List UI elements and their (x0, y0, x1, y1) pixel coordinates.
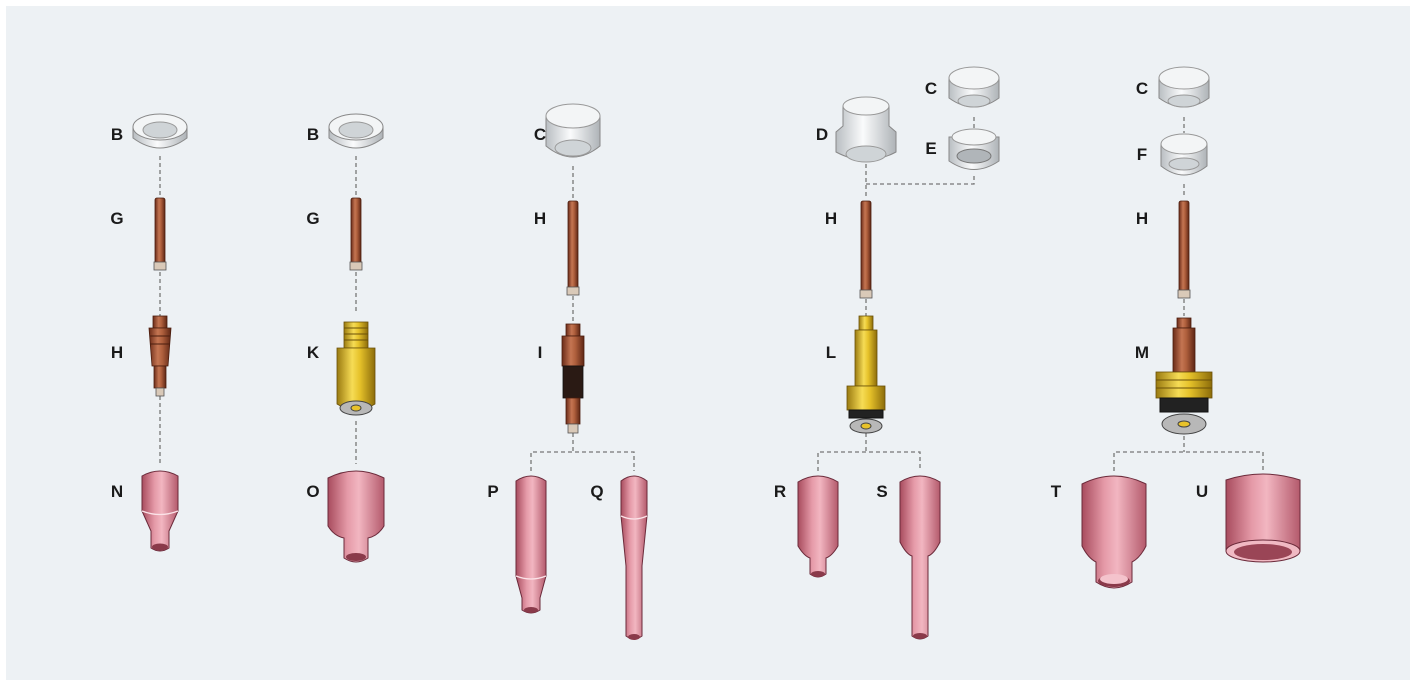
tig-torch-parts-diagram (132, 66, 1301, 640)
label-p: P (487, 482, 499, 501)
diagram-panel: B G H N B G K O C H I P Q D C E H L R S … (6, 6, 1410, 680)
label-t: T (1050, 482, 1062, 501)
label-c-col3: C (533, 125, 547, 144)
label-l: L (825, 343, 837, 362)
collet-h-4 (859, 200, 873, 299)
collet-h-5 (1177, 200, 1191, 299)
label-h-col5: H (1135, 209, 1149, 228)
nozzle-r (797, 475, 839, 578)
cup-d (835, 96, 897, 163)
nozzle-o (327, 470, 385, 563)
label-g-col1: G (110, 209, 124, 228)
label-o: O (306, 482, 320, 501)
gas-lens-m (1155, 317, 1213, 435)
nozzle-n (141, 470, 179, 552)
nozzle-p (515, 475, 547, 614)
label-b-col1: B (110, 125, 124, 144)
gas-lens-l (846, 315, 886, 434)
label-m: M (1134, 343, 1150, 362)
label-g-col2: G (306, 209, 320, 228)
label-q: Q (590, 482, 604, 501)
collet-g-1 (153, 197, 167, 271)
cup-c-5 (1158, 66, 1210, 108)
label-n: N (110, 482, 124, 501)
label-f: F (1136, 145, 1148, 164)
label-i: I (537, 343, 543, 362)
cup-f (1160, 133, 1208, 176)
nozzle-q (620, 475, 648, 640)
cup-c-3 (545, 103, 601, 158)
label-k: K (306, 343, 320, 362)
cup-e (948, 128, 1000, 170)
label-c-col4: C (924, 79, 938, 98)
collet-body-i (561, 323, 585, 434)
collet-g-2 (349, 197, 363, 271)
label-b-col2: B (306, 125, 320, 144)
label-u: U (1195, 482, 1209, 501)
gas-lens-k (336, 321, 376, 416)
nozzle-s (899, 475, 941, 640)
collet-h-3 (566, 200, 580, 296)
label-c-col5: C (1135, 79, 1149, 98)
cup-b-2 (328, 113, 384, 149)
nozzle-t (1081, 475, 1147, 589)
cup-b-1 (132, 113, 188, 149)
label-e: E (925, 139, 937, 158)
label-h-col3: H (533, 209, 547, 228)
collet-body-h-1 (148, 315, 172, 397)
cup-c-4 (948, 66, 1000, 108)
label-h-col4: H (824, 209, 838, 228)
connector-lines (159, 117, 1264, 471)
label-d: D (815, 125, 829, 144)
label-s: S (876, 482, 888, 501)
nozzle-u (1225, 473, 1301, 563)
label-h-col1: H (110, 343, 124, 362)
label-r: R (773, 482, 787, 501)
